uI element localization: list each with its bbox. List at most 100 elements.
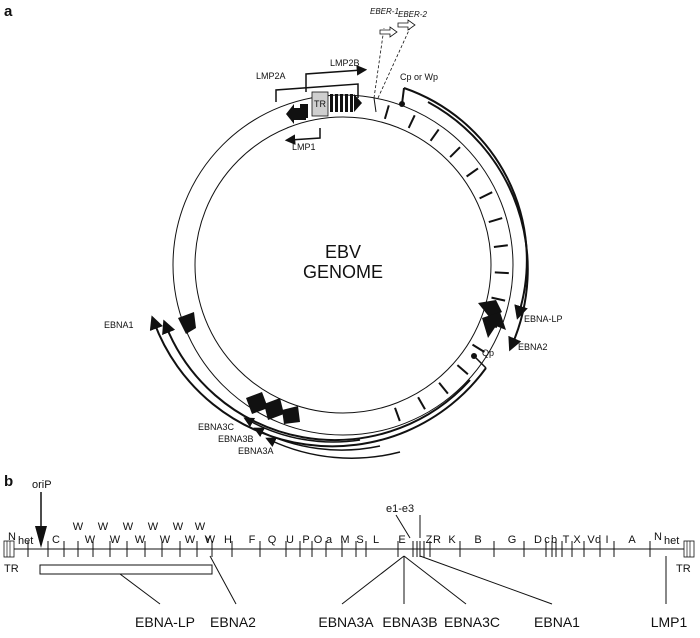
eber-tick: [373, 97, 377, 113]
gene-label: EBNA3C: [444, 614, 500, 630]
genome-label-line2: GENOME: [303, 262, 383, 282]
lmp1-transcript: [284, 128, 321, 145]
fragment-label: S: [356, 534, 363, 546]
circle-tr-label: TR: [314, 99, 326, 109]
e1e3-line-left: [395, 514, 411, 539]
fragment-label: d: [595, 534, 601, 546]
fragment-label: H: [224, 534, 232, 546]
w-repeat-tick: [456, 364, 469, 376]
w-repeat-tick: [417, 396, 426, 410]
fragment-label: B: [474, 534, 481, 546]
tr-box-left: [3, 540, 15, 558]
ebna-lp-transcript: [403, 87, 528, 320]
gene-label: EBNA-LP: [135, 614, 195, 630]
orip-arrowhead: [35, 526, 47, 548]
panel-b-label: b: [4, 473, 13, 490]
w-repeat-tick: [449, 146, 461, 158]
w-repeat-tick: [383, 105, 390, 120]
w-repeat-tick: [407, 114, 416, 129]
fragment-label: W: [160, 534, 171, 546]
fragment-label: D: [534, 534, 542, 546]
fragment-label: F: [249, 534, 256, 546]
lmp2b-transcript: [305, 65, 368, 92]
fragment-label: Z: [426, 534, 433, 546]
genome-inner-circle: [194, 116, 492, 414]
fragment-label: U: [286, 534, 294, 546]
lmp2a-label: LMP2A: [256, 71, 286, 81]
ebna3c-transcript: [243, 417, 361, 443]
fragment-label: V: [587, 534, 595, 546]
orip-label: oriP: [32, 479, 52, 491]
genome-label-line1: EBV: [325, 242, 361, 262]
e1e3-label: e1-e3: [386, 503, 414, 515]
ebna3-blocks: [246, 392, 300, 424]
fragment-label: W: [135, 534, 146, 546]
lmp2b-label: LMP2B: [330, 58, 360, 68]
ebna1-transcript: [149, 315, 487, 448]
fragment-label: L: [373, 534, 379, 546]
ebna3a-label: EBNA3A: [238, 446, 274, 456]
w-repeat-tick: [479, 191, 493, 200]
fragment-label: W: [195, 521, 206, 533]
fragment-label: c: [544, 534, 550, 546]
fragment-label: Q: [268, 534, 277, 546]
fragment-label: G: [508, 534, 517, 546]
map-n-right: N: [654, 531, 662, 543]
w-repeat-tick: [466, 167, 479, 178]
panel-a-label: a: [4, 3, 13, 20]
eber2-arrow: [397, 19, 416, 31]
eber-guide-right: [377, 27, 411, 99]
w-repeat-tick: [471, 343, 485, 353]
gene-label: EBNA1: [534, 614, 580, 630]
w-repeat-tick: [491, 296, 506, 302]
ebna2-block: [482, 312, 506, 338]
ebna2-transcript: [427, 101, 529, 352]
fragment-label: M: [340, 534, 349, 546]
fragment-label: W: [173, 521, 184, 533]
fragment-label: K: [448, 534, 456, 546]
ebna3b-transcript: [253, 427, 381, 451]
map-het-left: het: [18, 535, 33, 547]
lmp2-exon-blocks: [300, 94, 362, 118]
ebna1-block: [178, 312, 196, 334]
w-repeat-tick: [493, 244, 508, 248]
fragment-label: W: [73, 521, 84, 533]
fragment-label: T: [563, 534, 570, 546]
w-repeat-tick: [438, 382, 449, 395]
ebna3a-transcript: [265, 437, 401, 459]
eber1-label: EBER-1: [370, 7, 399, 16]
restriction-fragment-ticks: [27, 541, 651, 557]
qp-label: Qp: [482, 348, 494, 358]
w-repeat-tick: [488, 217, 503, 224]
map-het-right: het: [664, 535, 679, 547]
ebna2-label: EBNA2: [518, 342, 548, 352]
ebna3c-label: EBNA3C: [198, 422, 235, 432]
fragment-label: W: [98, 521, 109, 533]
ebna1-label: EBNA1: [104, 320, 134, 330]
lmp1-arrow-block: [286, 104, 306, 124]
fragment-label: X: [573, 534, 581, 546]
ebna-lp-label: EBNA-LP: [524, 314, 563, 324]
gene-connectors: [119, 555, 667, 605]
w-repeat-tick: [494, 271, 509, 275]
w-repeat-ticks: [383, 105, 509, 422]
cp-wp-stub: [401, 87, 405, 105]
ebna3-transcript: [162, 319, 471, 442]
gene-label: LMP1: [651, 614, 688, 630]
w-repeat-tick: [394, 407, 401, 422]
fragment-label: Y: [204, 534, 212, 546]
fragment-label: R: [433, 534, 441, 546]
tr-box-right: [683, 540, 695, 558]
fragment-label: A: [628, 534, 636, 546]
fragment-label: W: [148, 521, 159, 533]
fragment-label: W: [185, 534, 196, 546]
ebna-lp-repeat-box: [39, 564, 213, 575]
fragment-label: C: [52, 534, 60, 546]
eber2-label: EBER-2: [398, 10, 427, 19]
map-n-left: N: [8, 531, 16, 543]
fragment-label: b: [551, 534, 557, 546]
eber-guide-left: [373, 27, 385, 99]
